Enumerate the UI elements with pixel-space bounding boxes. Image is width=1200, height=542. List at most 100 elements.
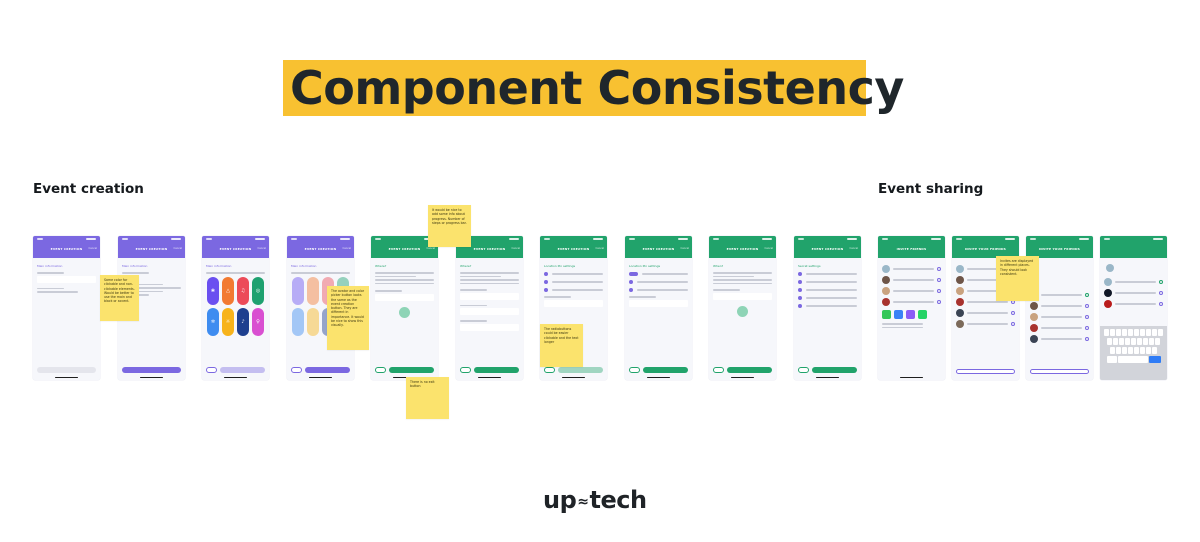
color-tile[interactable] (307, 276, 319, 305)
next-button[interactable] (305, 367, 350, 373)
radio-button[interactable] (798, 272, 802, 276)
color-tile[interactable]: ♀ (252, 307, 264, 336)
next-button[interactable] (122, 367, 181, 373)
cancel-button[interactable]: Cancel (342, 247, 351, 250)
screen-header: EVENT CREATION (135, 247, 168, 251)
contact-row[interactable] (1030, 335, 1089, 343)
screen-where-2: EVENT CREATION Cancel Where? (456, 236, 523, 380)
contact-row[interactable] (882, 298, 941, 306)
color-tile[interactable]: ❀ (207, 276, 219, 305)
location-field[interactable] (460, 292, 519, 300)
next-button[interactable] (220, 367, 265, 373)
color-tile[interactable]: ✲ (207, 307, 219, 336)
back-button[interactable] (460, 367, 471, 373)
radio-button[interactable] (544, 280, 548, 284)
radio-button[interactable] (798, 304, 802, 308)
cancel-button[interactable]: Cancel (426, 247, 435, 250)
color-tile[interactable]: ◎ (252, 276, 264, 305)
cancel-button[interactable]: Cancel (849, 247, 858, 250)
contact-row[interactable] (956, 309, 1015, 317)
screen-main-info-1: EVENT CREATION Cancel Main information (33, 236, 100, 380)
create-button[interactable] (812, 367, 857, 373)
name-field[interactable] (37, 275, 96, 283)
contact-row[interactable] (1104, 278, 1163, 286)
cancel-button[interactable]: Cancel (764, 247, 773, 250)
radio-button[interactable] (798, 288, 802, 292)
color-tile[interactable] (292, 276, 304, 305)
loading-spinner (737, 305, 748, 317)
toggle-switch[interactable] (629, 272, 638, 276)
sticky-note-radiobuttons: The radiobuttons could be easier clickab… (540, 324, 583, 367)
whatsapp-icon[interactable] (918, 310, 927, 319)
mail-icon[interactable] (894, 310, 903, 319)
selected-avatar[interactable] (1106, 264, 1114, 272)
cancel-button[interactable]: Cancel (595, 247, 604, 250)
color-tile[interactable]: ♫ (237, 276, 249, 305)
contact-row[interactable] (1030, 302, 1089, 310)
messenger-icon[interactable] (906, 310, 915, 319)
date-field[interactable] (713, 292, 772, 300)
contact-row[interactable] (882, 287, 941, 295)
back-button[interactable] (544, 367, 555, 373)
back-button[interactable] (375, 367, 386, 373)
overlap-field[interactable] (629, 299, 688, 307)
share-button[interactable] (1030, 369, 1089, 374)
next-button[interactable] (389, 367, 434, 373)
next-button[interactable] (643, 367, 688, 373)
radio-button[interactable] (629, 288, 633, 292)
sticky-note-picker-button: The avatar and color picker button looks… (327, 286, 369, 350)
contact-row[interactable] (956, 320, 1015, 328)
screen-header: EVENT CREATION (811, 247, 844, 251)
next-button[interactable] (558, 367, 603, 373)
back-button[interactable] (629, 367, 640, 373)
location-field[interactable] (460, 323, 519, 331)
contact-row[interactable] (1104, 289, 1163, 297)
cancel-button[interactable]: Cancel (88, 247, 97, 250)
screen-invite-your-friends-2: INVITE YOUR FRIENDS (1026, 236, 1093, 380)
overlap-field[interactable] (544, 299, 603, 307)
cancel-button[interactable]: Cancel (511, 247, 520, 250)
screen-header: INVITE YOUR FRIENDS (1038, 247, 1081, 251)
contact-row[interactable] (1030, 313, 1089, 321)
cancel-button[interactable]: Cancel (257, 247, 266, 250)
screen-header: EVENT CREATION (557, 247, 590, 251)
color-tile[interactable] (292, 307, 304, 336)
back-button[interactable] (291, 367, 302, 373)
radio-button[interactable] (544, 288, 548, 292)
next-button[interactable] (474, 367, 519, 373)
color-tile[interactable] (307, 307, 319, 336)
screen-invite-friends: INVITE FRIENDS (878, 236, 945, 380)
color-tile[interactable]: ☼ (222, 307, 234, 336)
cancel-button[interactable]: Cancel (173, 247, 182, 250)
loading-spinner (399, 306, 410, 318)
back-button[interactable] (713, 367, 724, 373)
location-field[interactable] (460, 308, 519, 315)
screen-header: EVENT CREATION (388, 247, 421, 251)
color-tile[interactable]: ♪ (237, 307, 249, 336)
contact-row[interactable] (1030, 324, 1089, 332)
contact-row[interactable] (1104, 300, 1163, 308)
contact-row[interactable] (882, 265, 941, 273)
keyboard[interactable] (1100, 326, 1167, 380)
cancel-button[interactable]: Cancel (680, 247, 689, 250)
screen-header: EVENT CREATION (726, 247, 759, 251)
back-button[interactable] (206, 367, 217, 373)
location-field[interactable] (375, 293, 434, 301)
radio-button[interactable] (798, 280, 802, 284)
color-tile[interactable]: △ (222, 276, 234, 305)
contact-row[interactable] (882, 276, 941, 284)
section-title: Location Pin settings (629, 264, 661, 268)
back-button[interactable] (798, 367, 809, 373)
logo-text-left: up (543, 486, 577, 514)
radio-button[interactable] (544, 272, 548, 276)
radio-button[interactable] (798, 296, 802, 300)
section-title: Main information (122, 264, 148, 268)
screen-header: INVITE FRIENDS (896, 247, 927, 251)
next-button[interactable] (727, 367, 772, 373)
messages-icon[interactable] (882, 310, 891, 319)
share-button[interactable] (956, 369, 1015, 374)
screen-search-friends (1100, 236, 1167, 380)
next-button[interactable] (37, 367, 96, 373)
screen-when: EVENT CREATION Cancel When? (709, 236, 776, 380)
radio-button[interactable] (629, 280, 633, 284)
